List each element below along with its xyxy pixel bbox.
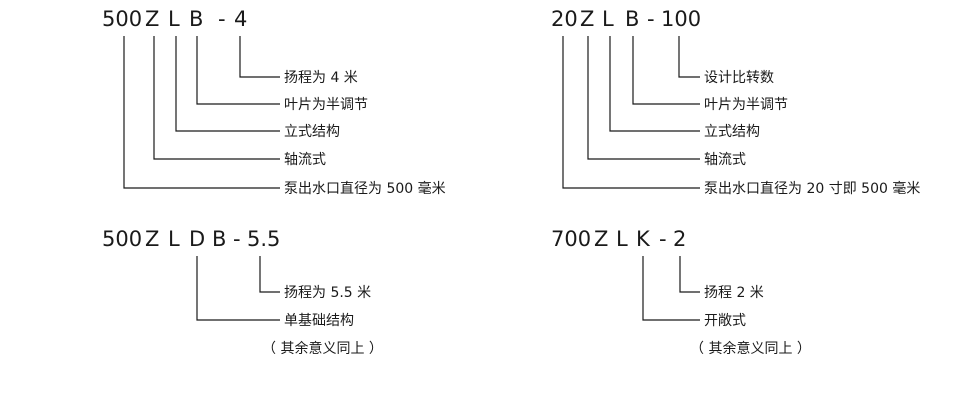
leader-line — [153, 36, 280, 160]
meaning-label: 扬程为 4 米 — [284, 70, 358, 86]
meaning-label: 开敞式 — [704, 313, 746, 329]
designation-block-700ZLK-2: 700 Z L K - 2 扬程 2 米 开敞式 （ 其余意义同上 ） — [551, 227, 811, 357]
meaning-label: 轴流式 — [704, 152, 746, 168]
code-part: Z — [580, 7, 594, 31]
code-part: 5.5 — [247, 227, 280, 251]
code-part: 2 — [673, 227, 686, 251]
note-text: （ 其余意义同上 ） — [262, 340, 383, 357]
designation-block-500ZLB-4: 500 Z L B - 4 扬程为 4 米 叶片为半调节 立式结构 轴流式 泵出… — [102, 7, 446, 197]
meaning-label: 泵出水口直径为 20 寸即 500 毫米 — [704, 180, 920, 197]
code-part: - — [659, 227, 667, 251]
leader-line — [123, 36, 280, 189]
meaning-label: 轴流式 — [284, 152, 326, 168]
code-part: L — [168, 227, 180, 251]
meaning-label: 单基础结构 — [284, 312, 354, 329]
code-part: Z — [594, 227, 608, 251]
code-part: 20 — [551, 7, 578, 31]
code-part: 700 — [551, 227, 591, 251]
meaning-label: 扬程为 5.5 米 — [284, 285, 371, 301]
meaning-label: 立式结构 — [284, 124, 340, 140]
code-part: K — [636, 227, 651, 251]
leader-line — [632, 36, 700, 105]
code-part: 4 — [234, 7, 247, 31]
code-part: L — [602, 7, 614, 31]
meaning-label: 叶片为半调节 — [284, 97, 368, 113]
leader-line — [562, 36, 700, 189]
leader-line — [175, 36, 280, 132]
leader-line — [678, 36, 700, 78]
code-part: B — [625, 7, 639, 31]
meaning-label: 泵出水口直径为 500 毫米 — [284, 180, 446, 197]
code-part: Z — [145, 7, 159, 31]
code-part: L — [616, 227, 628, 251]
leader-line — [239, 36, 280, 78]
code-part: L — [168, 7, 180, 31]
leader-line — [642, 256, 700, 321]
code-part: - — [233, 227, 241, 251]
designation-block-500ZLDB-5.5: 500 Z L D B - 5.5 扬程为 5.5 米 单基础结构 （ 其余意义… — [102, 227, 383, 357]
code-part: D — [189, 227, 205, 251]
code-part: B — [212, 227, 226, 251]
leader-line — [679, 256, 700, 293]
meaning-label: 叶片为半调节 — [704, 97, 788, 113]
leader-line — [609, 36, 700, 132]
designation-block-20ZLB-100: 20 Z L B - 100 设计比转数 叶片为半调节 立式结构 轴流式 泵出水… — [551, 7, 920, 197]
code-part: 500 — [102, 227, 142, 251]
meaning-label: 立式结构 — [704, 124, 760, 140]
code-part: Z — [145, 227, 159, 251]
meaning-label: 设计比转数 — [704, 70, 774, 86]
code-part: - — [218, 7, 226, 31]
meaning-label: 扬程 2 米 — [704, 285, 764, 301]
leader-line — [196, 36, 280, 105]
leader-line — [587, 36, 700, 160]
code-part: 100 — [661, 7, 701, 31]
code-part: - — [647, 7, 655, 31]
leader-line — [259, 256, 280, 293]
note-text: （ 其余意义同上 ） — [690, 340, 811, 357]
code-part: 500 — [102, 7, 142, 31]
code-part: B — [189, 7, 203, 31]
leader-line — [196, 256, 280, 321]
